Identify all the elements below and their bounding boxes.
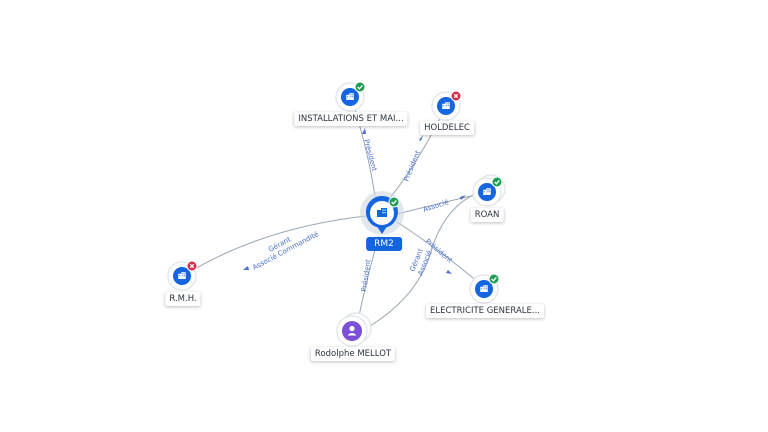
node-mellot[interactable] [336,312,372,347]
node-label-installations[interactable]: INSTALLATIONS ET MAI... [294,112,408,126]
arrow-to-holdelec [419,135,423,141]
node-roan[interactable] [472,174,506,207]
building-icon [377,208,387,217]
edge-label-roan: Associé [422,198,450,214]
arrow-to-rmh [243,266,249,270]
node-label-roan[interactable]: ROAN [470,208,504,222]
node-label-mellot[interactable]: Rodolphe MELLOT [310,347,396,361]
check-icon [488,273,500,285]
edge-label-installations: Président [362,138,378,172]
closed-icon [186,260,198,272]
closed-icon [450,90,462,102]
edge-labels: Président Président Associé Président Gé… [251,138,454,292]
person-icon [347,325,357,336]
node-label-holdelec[interactable]: HOLDELEC [420,121,474,135]
arrow-to-installations [362,128,366,134]
node-electricite[interactable] [469,273,500,304]
center-node-label[interactable]: RM2 [366,237,402,251]
edge-label-holdelec: Président [402,149,422,183]
check-icon [491,176,503,188]
edge-arrows [243,128,466,274]
node-label-rmh[interactable]: R.M.H. [165,292,201,306]
arrow-to-electricite [446,270,452,274]
check-icon [354,81,366,93]
node-rmh[interactable] [167,260,198,291]
edge-mellot-roan [369,189,488,327]
node-holdelec[interactable] [431,90,462,121]
arrow-to-roan [460,195,466,200]
edge-center-rmh [182,215,367,277]
node-installations[interactable] [335,81,366,112]
check-icon [388,196,400,208]
edge-label-mellot-center: Président [360,259,373,293]
center-node[interactable] [360,191,404,235]
node-label-electricite[interactable]: ELECTRICITE GENERALE... [426,304,544,318]
